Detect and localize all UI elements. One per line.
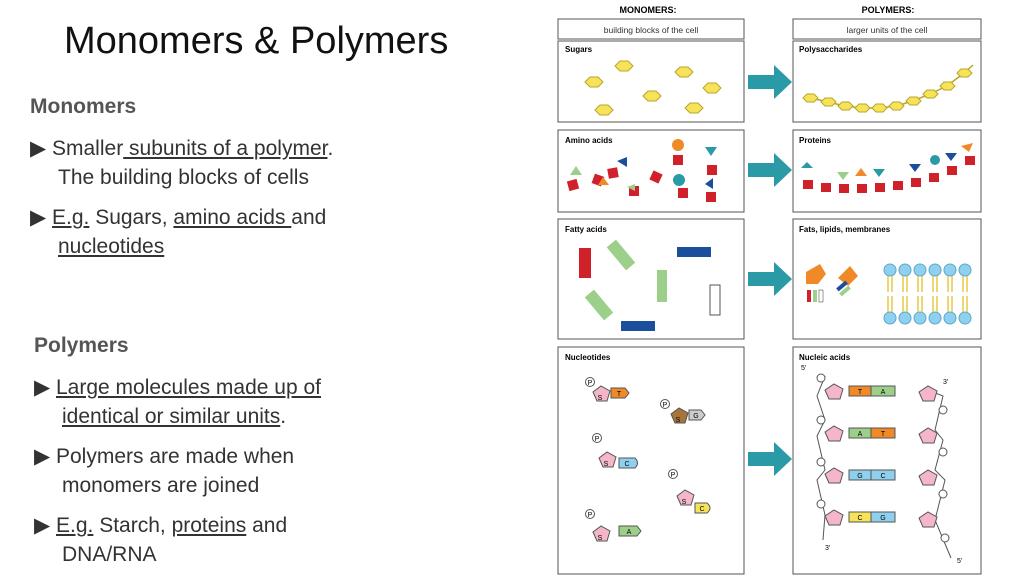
svg-text:T: T [881,431,886,438]
link-identical-units[interactable]: identical or similar units [62,405,281,428]
arrow-right-icon [748,153,792,187]
text: Polymers are made when [56,445,295,468]
text: . [280,405,287,428]
link-amino-acids[interactable]: amino acids [173,206,292,229]
bullet-arrow-icon: ▶ [34,376,51,399]
label-nucleotides: Nucleotides [565,353,611,362]
text: and [291,206,327,229]
svg-text:C: C [880,473,885,480]
svg-text:T: T [858,389,863,396]
bullet-arrow-icon: ▶ [34,445,51,468]
monomers-subheader: building blocks of the cell [604,25,699,35]
text: Starch, [93,514,172,537]
nucleic-acid-strand: 5' 3' 3' 5' T A A T G C [801,365,962,565]
fatty-acid-monomers [579,239,721,331]
label-sugars: Sugars [565,45,593,54]
nucleotide-monomers: P S T P S G P S C P S C P S A [585,377,711,542]
svg-text:P: P [663,402,668,409]
svg-text:C: C [624,461,629,468]
bullet-arrow-icon: ▶ [30,206,47,229]
arrow-right-icon [748,65,792,99]
panel-fatty-acids [557,218,745,340]
label-lipids: Fats, lipids, membranes [799,225,891,234]
svg-text:S: S [676,417,681,424]
end-3-prime: 3' [825,545,830,552]
svg-text:G: G [880,515,885,522]
polymers-bullet-1: ▶ Large molecules made up of identical o… [34,373,321,431]
link-nucleotides[interactable]: nucleotides [58,235,165,258]
monomer-polymer-diagram: MONOMERS: POLYMERS: building blocks of t… [557,5,982,575]
monomers-column-header: MONOMERS: [620,5,677,15]
arrow-icon-group [748,65,792,476]
polysaccharide-chain [802,64,974,113]
svg-text:S: S [598,535,603,542]
lipid-membrane [806,263,972,325]
svg-text:S: S [598,395,603,402]
label-fatty-acids: Fatty acids [565,225,607,234]
polymers-heading: Polymers [34,334,129,357]
monomers-bullet-2: ▶ E.g. Sugars, amino acids and nucleotid… [30,203,326,261]
link-subunits[interactable]: subunits of a polymer [123,137,328,160]
text: The building blocks of cells [58,166,309,189]
polymers-column-header: POLYMERS: [862,5,915,15]
end-5-prime: 5' [957,558,962,565]
svg-text:T: T [617,391,622,398]
svg-text:P: P [671,472,676,479]
arrow-right-icon [748,442,792,476]
slide-title: Monomers & Polymers [64,20,449,62]
end-3-prime: 3' [943,379,948,386]
monomers-bullet-1: ▶ Smaller subunits of a polymer. The bui… [30,134,333,192]
svg-text:P: P [588,512,593,519]
monomers-heading: Monomers [30,95,137,118]
polymers-subheader: larger units of the cell [847,25,928,35]
label-proteins: Proteins [799,136,832,145]
link-eg[interactable]: E.g. [56,514,94,537]
svg-text:S: S [604,461,609,468]
bullet-arrow-icon: ▶ [30,137,47,160]
link-eg[interactable]: E.g. [52,206,90,229]
arrow-right-icon [748,262,792,296]
text: DNA/RNA [62,543,157,566]
svg-text:A: A [627,529,632,536]
text: and [246,514,288,537]
label-nucleic-acids: Nucleic acids [799,353,851,362]
svg-text:G: G [857,473,862,480]
polymers-bullet-2: ▶ Polymers are made when monomers are jo… [34,442,294,500]
amino-acid-monomers [566,139,717,202]
svg-text:S: S [682,499,687,506]
protein-chain [801,143,975,193]
polymers-bullet-3: ▶ E.g. Starch, proteins and DNA/RNA [34,511,287,569]
svg-text:G: G [693,413,698,420]
monomers-subheader-box [557,18,745,40]
svg-text:C: C [699,506,704,513]
bullet-arrow-icon: ▶ [34,514,51,537]
sugar-monomers [584,60,722,116]
text: monomers are joined [62,474,260,497]
text: Sugars, [89,206,174,229]
polymers-subheader-box [792,18,982,40]
svg-text:A: A [858,431,863,438]
svg-text:A: A [881,389,886,396]
label-amino-acids: Amino acids [565,136,613,145]
link-proteins[interactable]: proteins [171,514,247,537]
svg-text:C: C [857,515,862,522]
label-polysaccharides: Polysaccharides [799,45,863,54]
text: Smaller [52,137,124,160]
link-large-molecules[interactable]: Large molecules made up of [56,376,321,399]
svg-text:P: P [588,380,593,387]
text: . [327,137,334,160]
svg-text:P: P [595,436,600,443]
end-5-prime: 5' [801,365,806,372]
